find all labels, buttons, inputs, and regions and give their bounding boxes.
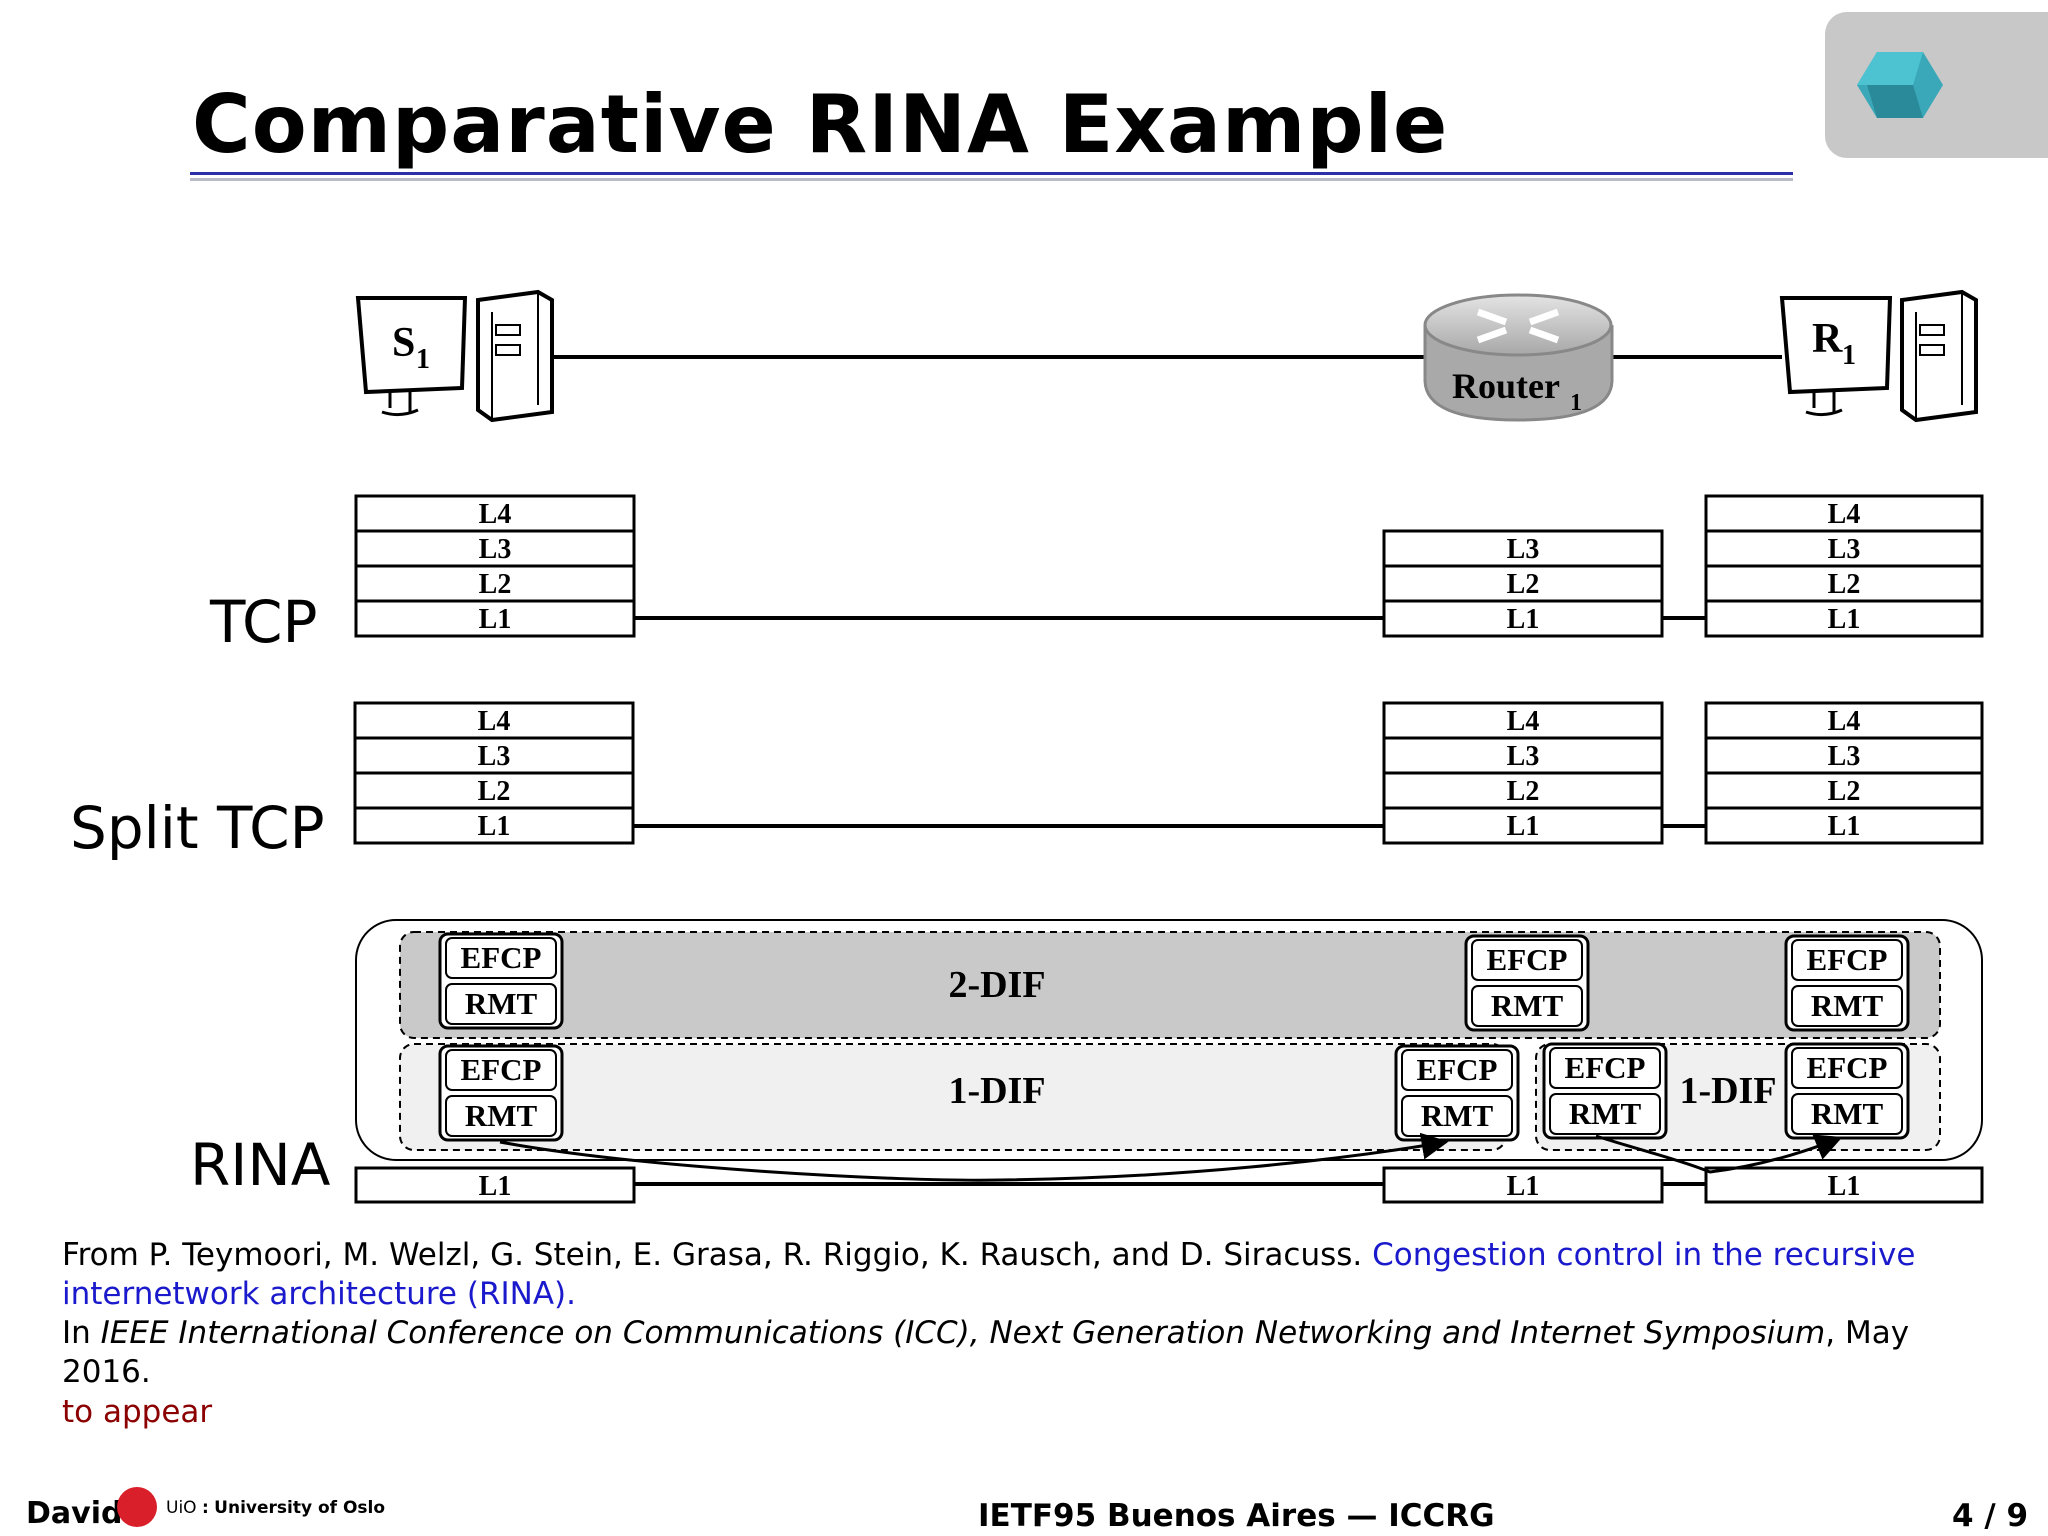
dif1-label-right: 1-DIF — [1679, 1070, 1776, 1112]
dif2-label: 2-DIF — [948, 964, 1045, 1006]
status-note: to appear — [62, 1394, 213, 1430]
rmt-label: RMT — [1811, 1096, 1884, 1131]
layer-label: L1 — [1507, 1171, 1540, 1202]
university-separator: : — [201, 1498, 209, 1518]
layer-label: L4 — [1507, 706, 1540, 737]
efcp-label: EFCP — [1417, 1052, 1498, 1087]
rmt-label: RMT — [465, 986, 538, 1021]
efcp-label: EFCP — [1565, 1050, 1646, 1085]
layer-label: L3 — [479, 534, 512, 565]
layer-label: L1 — [1828, 1171, 1861, 1202]
university-name: University of Oslo — [214, 1498, 386, 1518]
layer-label: L1 — [1507, 811, 1540, 842]
title-rule-shadow — [190, 178, 1793, 181]
efcp-rmt-block: EFCP RMT — [1464, 934, 1590, 1032]
efcp-label: EFCP — [1487, 942, 1568, 977]
efcp-rmt-block: EFCP RMT — [1784, 934, 1910, 1032]
footer-event: IETF95 Buenos Aires — ICCRG — [978, 1498, 1495, 1534]
layer-label: L2 — [478, 776, 511, 807]
uio-seal-icon — [117, 1487, 157, 1527]
rmt-label: RMT — [1421, 1098, 1494, 1133]
layer-label: L4 — [478, 706, 511, 737]
citation-venue-prefix: In — [62, 1315, 91, 1351]
split-tcp-receiver-stack: L4 L3 L2 L1 — [1704, 701, 1984, 845]
citation-venue: IEEE International Conference on Communi… — [100, 1315, 1826, 1351]
efcp-label: EFCP — [1807, 942, 1888, 977]
layer-label: L3 — [478, 741, 511, 772]
efcp-rmt-block: EFCP RMT — [438, 932, 564, 1030]
layer-label: L3 — [1507, 534, 1540, 565]
router-subscript: 1 — [1570, 390, 1582, 416]
layer-label: L4 — [1828, 706, 1861, 737]
layer-label: L1 — [479, 1171, 512, 1202]
flow-arrow — [499, 1132, 1449, 1182]
rmt-label: RMT — [465, 1098, 538, 1133]
layer-label: L1 — [1828, 811, 1861, 842]
row-label-rina: RINA — [190, 1131, 331, 1199]
efcp-rmt-block: EFCP RMT — [1784, 1042, 1910, 1140]
split-tcp-sender-stack: L4 L3 L2 L1 — [353, 701, 635, 845]
row-label-split-tcp: Split TCP — [70, 794, 325, 862]
layer-label: L3 — [1507, 741, 1540, 772]
dif1-label: 1-DIF — [948, 1070, 1045, 1112]
router-label: Router — [1452, 366, 1560, 406]
tcp-sender-stack: L4 L3 L2 L1 — [354, 494, 636, 638]
sender-label: S — [392, 320, 415, 366]
efcp-label: EFCP — [1807, 1050, 1888, 1085]
tcp-receiver-stack: L4 L3 L2 L1 — [1704, 494, 1984, 638]
layer-label: L3 — [1828, 534, 1861, 565]
layer-label: L1 — [478, 811, 511, 842]
layer-label: L1 — [1507, 604, 1540, 635]
rmt-label: RMT — [1811, 988, 1884, 1023]
rmt-label: RMT — [1569, 1096, 1642, 1131]
citation-paper-link[interactable]: Congestion control in the recursive inte… — [62, 1237, 1916, 1312]
layer-label: L2 — [1507, 776, 1540, 807]
receiver-subscript: 1 — [1842, 340, 1856, 371]
layer-label: L3 — [1828, 741, 1861, 772]
receiver-label: R — [1812, 316, 1843, 362]
title-rule — [190, 172, 1793, 175]
layer-label: L2 — [1828, 569, 1861, 600]
layer-label: L2 — [1828, 776, 1861, 807]
row-label-tcp: TCP — [209, 588, 318, 656]
layer-label: L1 — [1828, 604, 1861, 635]
corner-logo — [1825, 12, 2048, 158]
efcp-rmt-block: EFCP RMT — [438, 1044, 564, 1142]
flow-arrow — [1595, 1134, 1843, 1174]
university-abbr: UiO — [166, 1498, 197, 1518]
footer-university: UiO : University of Oslo — [166, 1498, 385, 1518]
network-diagram: S 1 Router 1 R 1 TCP Split TCP RINA L4 L… — [70, 289, 1984, 1204]
tcp-router-stack: L3 L2 L1 — [1382, 529, 1664, 638]
layer-label: L1 — [479, 604, 512, 635]
efcp-rmt-block: EFCP RMT — [1394, 1044, 1520, 1142]
layer-label: L4 — [1828, 499, 1861, 530]
efcp-label: EFCP — [461, 940, 542, 975]
router-icon: Router 1 — [1423, 293, 1614, 422]
citation-venue-suffix: , May 2016. — [62, 1315, 1910, 1390]
receiver-computer-icon: R 1 — [1779, 289, 1978, 423]
page-number: 4 / 9 — [1952, 1498, 2029, 1534]
efcp-rmt-block: EFCP RMT — [1542, 1042, 1668, 1140]
layer-label: L2 — [479, 569, 512, 600]
citation-authors: From P. Teymoori, M. Welzl, G. Stein, E.… — [62, 1237, 1363, 1273]
layer-label: L4 — [479, 499, 512, 530]
rina-l1-boxes: L1 L1 L1 — [354, 1166, 1984, 1204]
footer-author: David — [26, 1496, 123, 1531]
hexagon-logo-icon — [1857, 52, 1943, 118]
split-tcp-router-stack: L4 L3 L2 L1 — [1382, 701, 1664, 845]
slide-title: Comparative RINA Example — [192, 78, 1449, 171]
sender-computer-icon: S 1 — [355, 289, 554, 423]
rina-stack: 2-DIF 1-DIF 1-DIF EFCP RMT EFCP RMT EFCP… — [355, 919, 1983, 1161]
citation: From P. Teymoori, M. Welzl, G. Stein, E.… — [62, 1236, 2002, 1392]
sender-subscript: 1 — [416, 344, 430, 375]
layer-label: L2 — [1507, 569, 1540, 600]
efcp-label: EFCP — [461, 1052, 542, 1087]
rmt-label: RMT — [1491, 988, 1564, 1023]
